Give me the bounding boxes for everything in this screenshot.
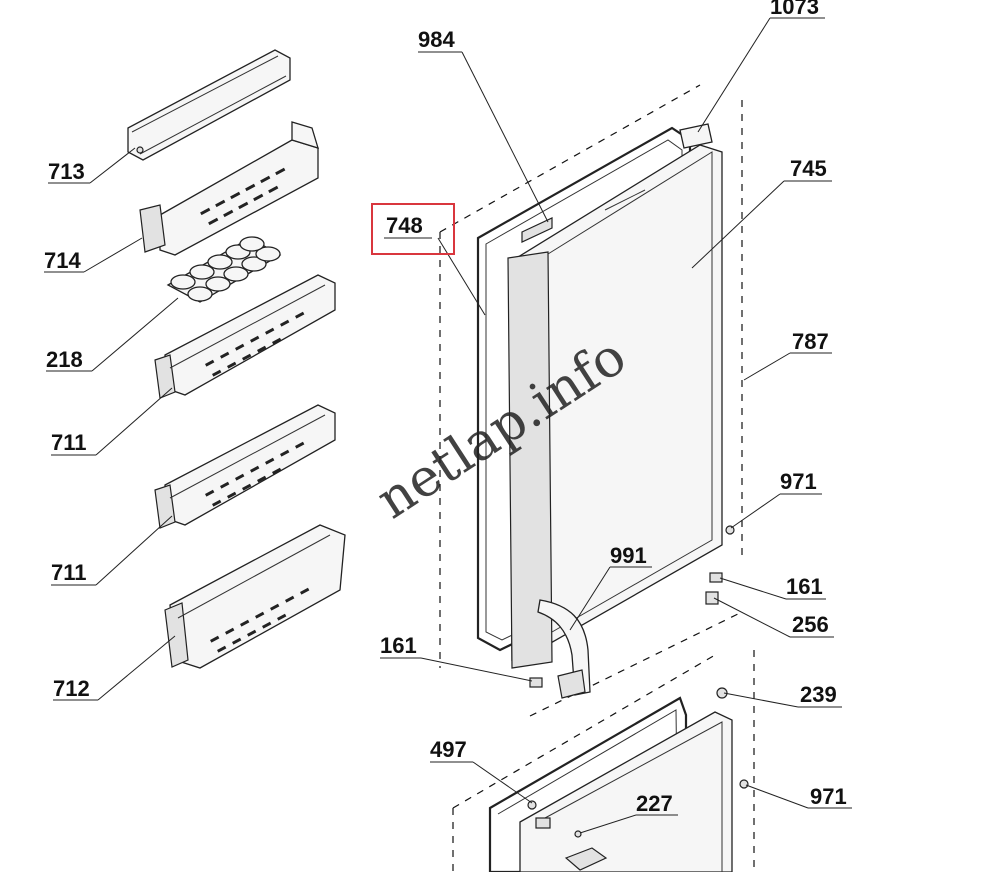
label-161-a: 161 xyxy=(786,574,823,599)
screw-239 xyxy=(716,687,728,699)
door-handle-991 xyxy=(537,599,591,699)
dashed-guide-lines xyxy=(439,84,755,872)
label-991: 991 xyxy=(610,543,647,568)
label-745: 745 xyxy=(790,156,827,181)
label-1073: 1073 xyxy=(770,0,819,19)
hinge-227 xyxy=(564,830,608,871)
door-panel-745 xyxy=(507,144,723,669)
label-218: 218 xyxy=(46,347,83,372)
label-714: 714 xyxy=(44,248,81,273)
label-713: 713 xyxy=(48,159,85,184)
label-711-a: 711 xyxy=(51,430,87,455)
label-984: 984 xyxy=(418,27,455,52)
label-227: 227 xyxy=(636,791,673,816)
screw-971-b xyxy=(739,779,749,789)
hinge-cover-1073 xyxy=(679,123,713,149)
label-787: 787 xyxy=(792,329,829,354)
highlight-box-748 xyxy=(371,203,455,255)
shelf-cover-713 xyxy=(127,49,291,161)
label-712: 712 xyxy=(53,676,90,701)
label-497: 497 xyxy=(430,737,467,762)
balcony-711-a xyxy=(154,274,336,399)
part-labels: 1073 984 713 745 748 714 218 787 711 971… xyxy=(44,0,847,816)
hinge-pin-161-a xyxy=(709,572,723,583)
label-256: 256 xyxy=(792,612,829,637)
label-748: 748 xyxy=(386,213,423,238)
label-239: 239 xyxy=(800,682,837,707)
label-711-b: 711 xyxy=(51,560,87,585)
hinge-pin-161-b xyxy=(529,677,543,688)
lower-door-panel xyxy=(519,711,733,872)
bushing-256 xyxy=(705,591,719,605)
balcony-711-b xyxy=(154,404,336,529)
screw-971-a xyxy=(725,525,735,535)
egg-tray-218 xyxy=(166,236,282,303)
label-971-a: 971 xyxy=(780,469,817,494)
bottle-balcony-712 xyxy=(164,524,346,669)
upper-balcony-714 xyxy=(139,121,319,256)
leader-lines xyxy=(44,17,852,834)
label-161-b: 161 xyxy=(380,633,417,658)
label-971-b: 971 xyxy=(810,784,847,809)
